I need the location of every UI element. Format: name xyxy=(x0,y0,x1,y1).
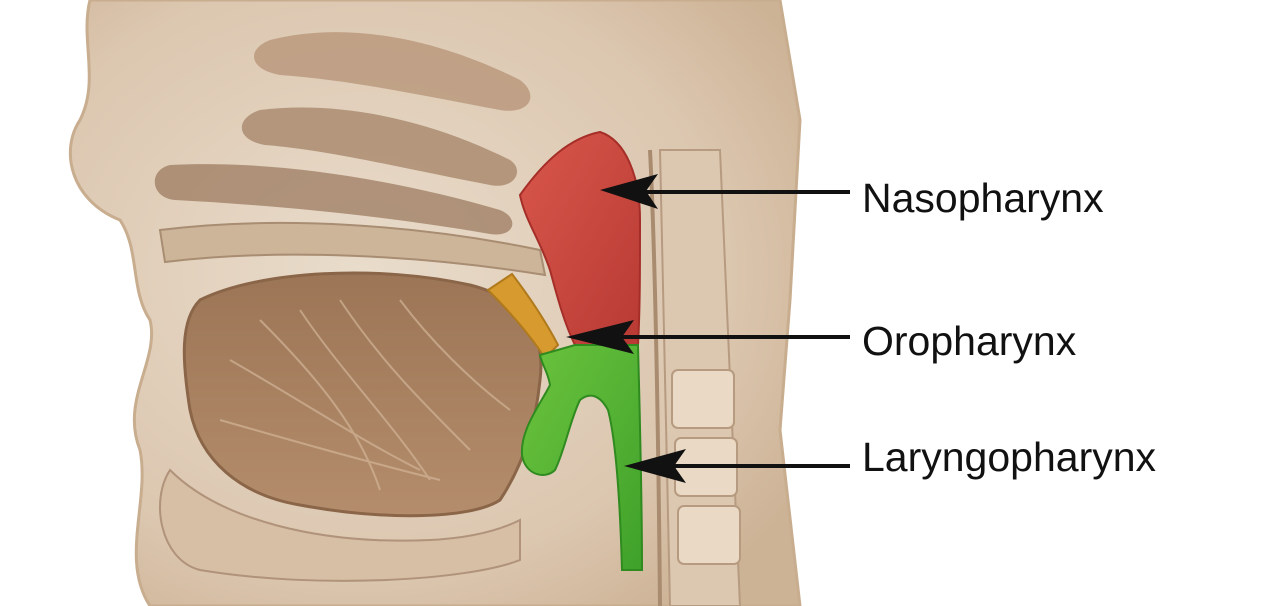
leader-arrows xyxy=(566,174,850,483)
nasal-turbinate-upper xyxy=(253,32,531,111)
label-oropharynx: Oropharynx xyxy=(862,318,1077,364)
arrowhead-laryngopharynx xyxy=(624,449,686,483)
mandible xyxy=(159,468,521,582)
tongue xyxy=(182,271,543,518)
arrowhead-oropharynx xyxy=(566,320,634,354)
oropharynx-laryngopharynx-region xyxy=(520,344,644,571)
label-nasopharynx: Nasopharynx xyxy=(862,175,1104,221)
hard-palate xyxy=(158,221,547,277)
label-laryngopharynx: Laryngopharynx xyxy=(862,434,1157,480)
soft-palate-uvula xyxy=(486,272,560,360)
nasal-turbinate-middle xyxy=(241,107,518,186)
nasopharynx-region xyxy=(518,130,642,346)
arrowhead-nasopharynx xyxy=(600,174,658,209)
tongue-fibers xyxy=(219,299,511,491)
nasal-turbinate-lower xyxy=(154,164,513,235)
